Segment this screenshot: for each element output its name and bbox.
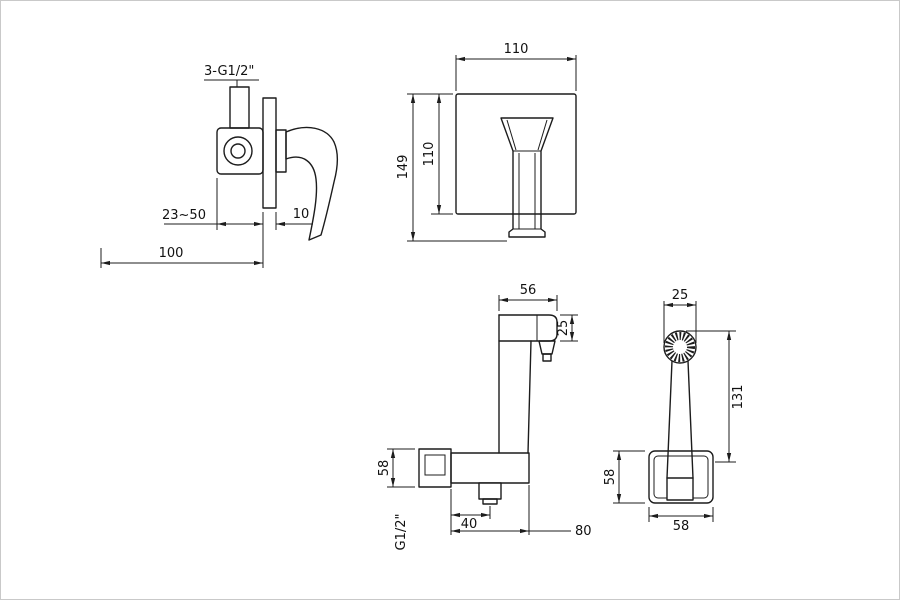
dim-side-bracket-height: 58	[377, 448, 415, 488]
dim-front-bracket-height: 58	[603, 450, 645, 504]
sprayer-head-height-label: 25	[556, 320, 571, 337]
holder-plate-front	[648, 450, 714, 504]
dim-total-height: 149	[396, 94, 507, 242]
dim-sprayer-head-height: 25	[556, 314, 578, 342]
dim-plate-width: 110	[455, 42, 577, 91]
sprayer-depth-label: 80	[575, 524, 592, 539]
bracket-arm	[450, 452, 530, 484]
dim-mixer-width: 100	[100, 246, 263, 268]
inlet-offset-label: 40	[461, 517, 478, 532]
spout-detail-lines	[506, 119, 548, 230]
dim-sprayer-depth: 80	[451, 485, 592, 539]
inlet-connector-tip	[482, 498, 498, 505]
mixer-width-label: 100	[159, 246, 184, 261]
dim-sprayer-thread: G1/2"	[394, 514, 409, 551]
waterfall-spout	[500, 117, 554, 238]
side-bracket-height-label: 58	[377, 460, 392, 477]
dim-sprayer-top-depth: 56	[498, 283, 558, 311]
plate-height-label: 110	[422, 142, 437, 167]
mixer-depth-range-label: 23~50	[162, 208, 206, 223]
dim-mixer-thread: 3-G1/2"	[204, 64, 259, 87]
dim-mixer-plate-thickness: 10	[275, 207, 313, 230]
bracket-wall-plate-side	[418, 448, 452, 488]
sprayer-height-label: 131	[731, 385, 746, 410]
front-bracket-width-label: 58	[673, 519, 690, 534]
bracket-plate-detail	[424, 454, 446, 476]
cartridge-inner-circle	[230, 143, 246, 159]
sprayer-nozzle	[538, 340, 556, 355]
sprayer-head-side	[498, 314, 558, 342]
dim-front-bracket-width: 58	[648, 507, 714, 534]
handle-lever	[285, 126, 339, 241]
dim-plate-height: 110	[407, 93, 453, 215]
head-width-label: 25	[672, 288, 689, 303]
sprayer-top-depth-label: 56	[520, 283, 537, 298]
plate-width-label: 110	[504, 42, 529, 57]
sprayer-thread-label: G1/2"	[394, 514, 409, 551]
dim-inlet-offset: 40	[450, 489, 491, 535]
inlet-pipe	[229, 86, 250, 129]
sprayer-handle-side	[498, 314, 532, 454]
wall-plate-side	[262, 97, 277, 209]
inlet-connector-knurled	[478, 482, 502, 500]
view-mixer-side: 3-G1/2" 23~50 10 100	[100, 64, 339, 268]
sprayer-nozzle-tip	[542, 353, 552, 362]
holder-knob-knurled	[666, 477, 694, 501]
sprayer-head-knurl-ring	[665, 332, 695, 362]
mixer-plate-thickness-label: 10	[293, 207, 310, 222]
dim-sprayer-height: 131	[686, 330, 746, 463]
handle-hub	[275, 129, 287, 173]
view-sprayer-front: 25 131 58 58	[603, 288, 746, 534]
dim-head-width: 25	[663, 288, 697, 343]
wall-plate-front	[455, 93, 577, 215]
cartridge-circle	[223, 136, 253, 166]
front-bracket-height-label: 58	[603, 469, 618, 486]
dim-mixer-depth-range: 23~50	[162, 178, 264, 268]
view-sprayer-side: 56 25 58 40 80	[377, 283, 592, 550]
sprayer-head-front	[663, 330, 697, 364]
total-height-label: 149	[396, 155, 411, 180]
sprayer-handle-front	[666, 360, 694, 479]
mixer-thread-label: 3-G1/2"	[204, 64, 254, 79]
view-mixer-front: 110 110 149	[396, 42, 577, 242]
